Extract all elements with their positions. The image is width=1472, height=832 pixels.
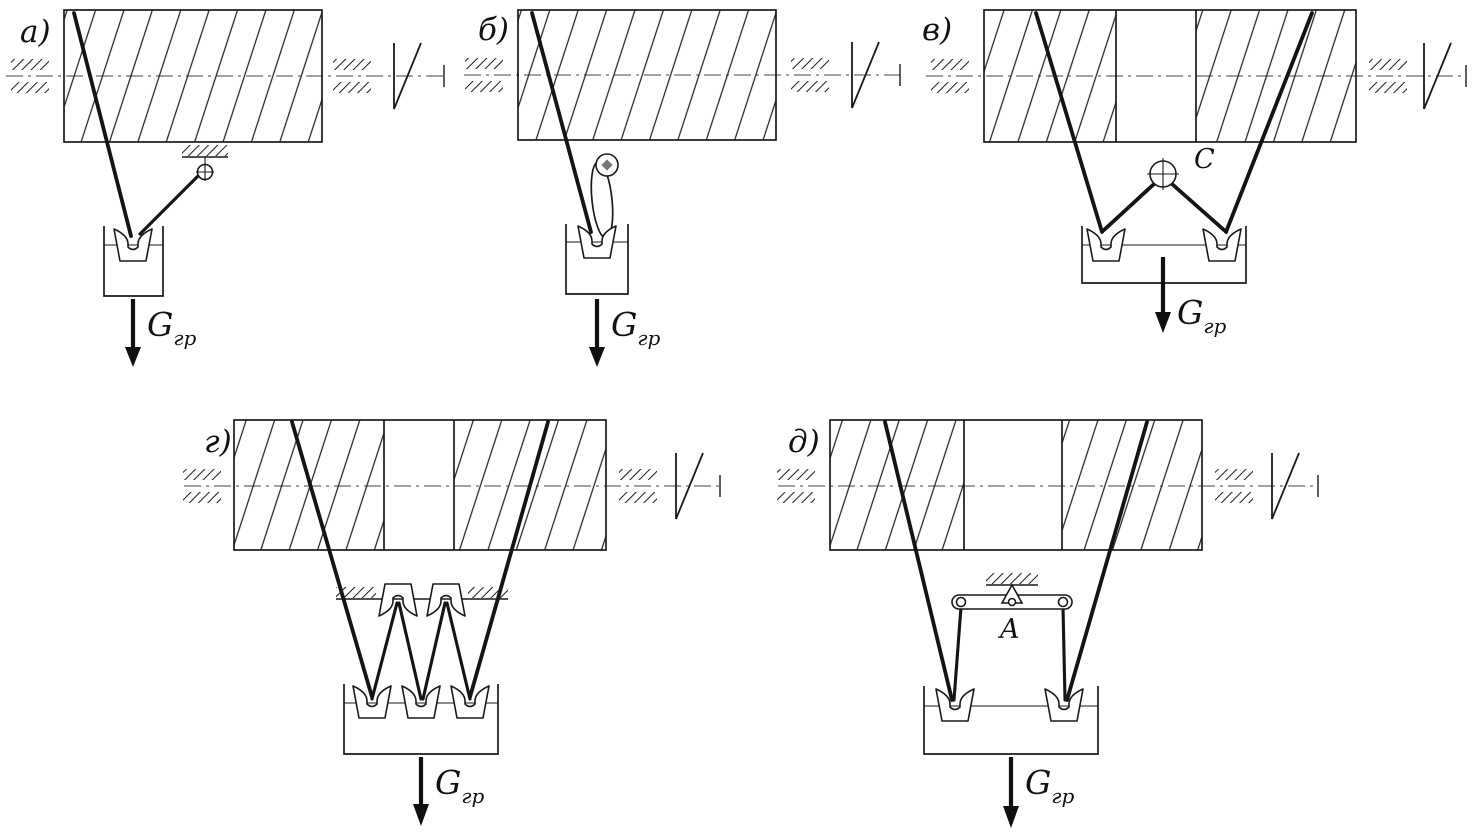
load-label: Gгр <box>1177 293 1226 338</box>
load-label: Gгр <box>147 305 196 350</box>
drum-hatch-left <box>984 10 1116 142</box>
load-subscript: гр <box>1203 314 1226 338</box>
drum-hatch <box>518 10 776 140</box>
diagram-label: б) <box>478 12 509 48</box>
diagram-d: Gгр A д) <box>777 419 1319 828</box>
load-arrow <box>1003 757 1019 828</box>
fall-rope-2 <box>397 601 423 701</box>
drum <box>829 419 1203 551</box>
drum-hatch-right <box>1196 10 1356 142</box>
load-symbol: G <box>435 763 461 802</box>
anchor-hatch <box>182 145 228 156</box>
hoist-rope <box>72 11 133 238</box>
load-symbol: G <box>1177 293 1203 332</box>
pulley-block-frame <box>923 686 1099 755</box>
pulley-block-frame <box>103 226 164 297</box>
load-arrow <box>125 299 141 367</box>
equalizer-rope-left <box>952 605 963 702</box>
drum-hatch-right <box>1062 420 1202 550</box>
load-arrow-head <box>125 347 141 367</box>
load-symbol: G <box>1025 763 1051 802</box>
hoist-rope-right <box>468 420 550 699</box>
load-arrow-head <box>1003 806 1019 828</box>
diagram-label: г) <box>204 424 232 460</box>
load-subscript: гр <box>637 326 660 350</box>
hoist-rope <box>530 11 593 234</box>
diagram-g: Gгр г) <box>183 419 721 826</box>
drum <box>983 9 1357 143</box>
load-arrow <box>589 299 605 367</box>
rope-to-center-left <box>1102 182 1156 232</box>
hoist-rope-left <box>883 420 954 702</box>
diagram-label: а) <box>20 14 51 50</box>
load-arrow-head <box>1155 312 1171 333</box>
fall-rope-1 <box>370 601 399 701</box>
beam-pin-left <box>955 596 967 608</box>
pulley-block-frame <box>343 684 499 755</box>
diagram-a: Gгр а) <box>6 9 445 367</box>
load-subscript: гр <box>461 784 484 808</box>
rope-to-center-right <box>1170 182 1226 232</box>
beam-pin-right <box>1057 596 1069 608</box>
diagram-v: Gгр C в) <box>922 9 1467 338</box>
load-label: Gгр <box>1025 763 1074 808</box>
load-symbol: G <box>611 305 637 344</box>
upper-mount-hatch-left <box>336 587 376 598</box>
load-label: Gгр <box>611 305 660 350</box>
drum <box>63 9 323 143</box>
load-arrow-head <box>589 347 605 367</box>
beam-hinge-pin <box>1007 597 1017 607</box>
hoist-rope-right <box>1065 420 1149 702</box>
pulley-block-frame <box>565 224 629 295</box>
load-subscript: гр <box>173 326 196 350</box>
drum-hatch-left <box>830 420 964 550</box>
anchor-rope <box>138 172 202 236</box>
fall-rope-3 <box>421 601 447 701</box>
load-arrow-head <box>413 804 429 826</box>
hoist-rope-left <box>1034 11 1104 234</box>
drum <box>517 9 777 141</box>
ceiling-mount-hatch <box>986 573 1038 584</box>
diagram-b: Gгр б) <box>464 9 901 367</box>
equalizer-rope-right <box>1061 605 1067 702</box>
diagram-label: в) <box>922 12 952 48</box>
load-label: Gгр <box>435 763 484 808</box>
load-arrow <box>1155 257 1171 333</box>
hoist-rope-left <box>290 420 374 699</box>
point-label-c: C <box>1194 144 1215 175</box>
point-label-a: A <box>997 614 1020 645</box>
drum-hatch <box>64 10 322 142</box>
load-symbol: G <box>147 305 173 344</box>
load-subscript: гр <box>1051 784 1074 808</box>
load-arrow <box>413 757 429 826</box>
drum <box>233 419 607 551</box>
upper-mount-hatch-right <box>468 587 508 598</box>
fall-rope-4 <box>445 601 472 701</box>
hoist-rope-right <box>1224 11 1314 234</box>
diagram-label: д) <box>788 424 820 460</box>
